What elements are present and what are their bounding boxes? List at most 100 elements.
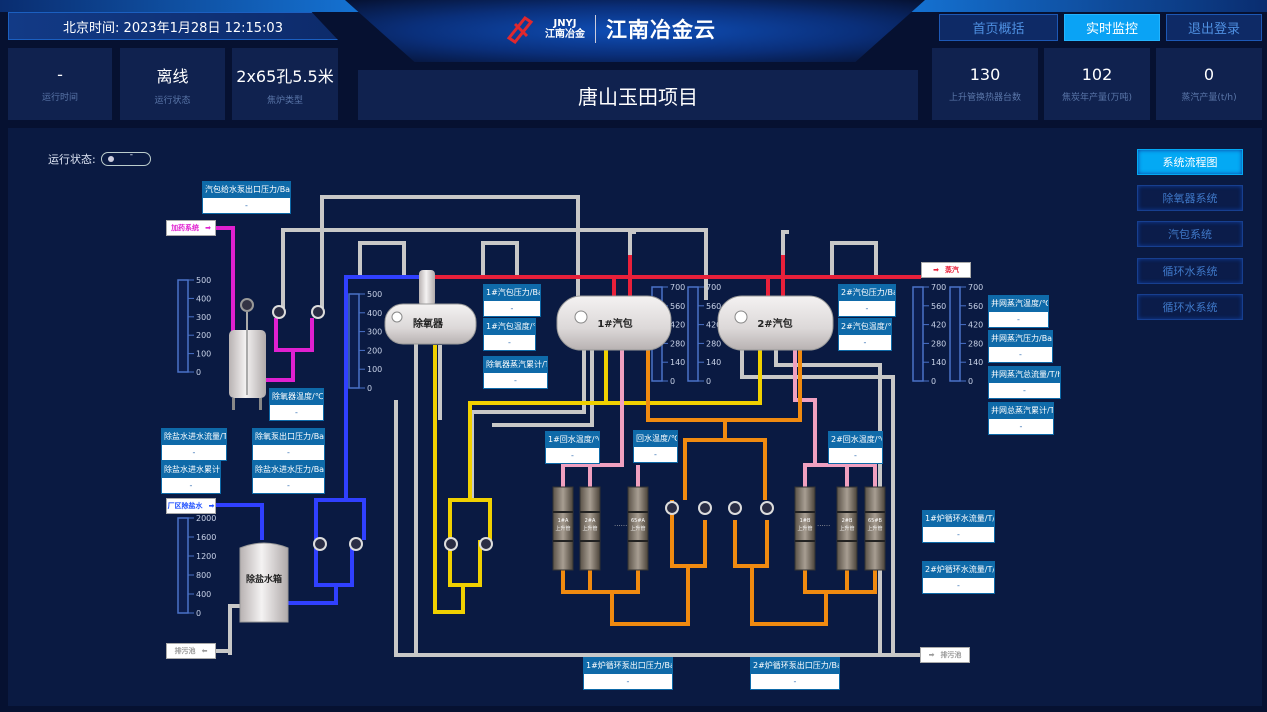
run-status-label: 运行状态: [48, 153, 96, 166]
gauge-tick-label: 700 [670, 283, 685, 292]
nav-home-overview[interactable]: 首页概括 [939, 14, 1058, 41]
run-status-value: - [129, 150, 133, 160]
reading-label: 除盐水进水流量/T/h [162, 429, 226, 445]
reading-value: - [287, 448, 290, 457]
gauge-tick-label: 400 [196, 590, 211, 599]
reading-box: 井网总蒸汽累计/T- [988, 402, 1054, 435]
pipe-circulation [561, 350, 877, 626]
flow-endpoint-tag: 厂区除盐水➡ [166, 498, 216, 514]
pipe-dosing [216, 226, 314, 382]
nav-realtime-monitor[interactable]: 实时监控 [1064, 14, 1160, 41]
menu-system-flow[interactable]: 系统流程图 [1137, 149, 1243, 175]
mixing-tank [229, 298, 266, 410]
gauge-tick-label: 280 [706, 339, 721, 348]
riser-label: 上升管 [582, 525, 597, 532]
reading-box: 井网蒸汽温度/℃- [988, 295, 1049, 328]
reading-box: 除盐水进水累计/T- [161, 461, 221, 494]
riser-label: 上升管 [555, 525, 570, 532]
reading-box: 2#炉循环泵出口压力/Bar- [750, 657, 840, 690]
gauge-bar [177, 279, 189, 373]
reading-value: - [245, 201, 248, 210]
gauge-tick-label: 200 [367, 346, 382, 355]
drum-1-label: 1#汽包 [597, 317, 632, 330]
riser-label: 上升管 [839, 525, 854, 532]
gauge-tick-label: 200 [196, 331, 211, 340]
reading-label: 2#汽包压力/Bar [839, 285, 895, 301]
gauge-tick-label: 0 [670, 377, 675, 386]
gauge-tick-label: 280 [968, 339, 983, 348]
deaerator: 除氧器 [384, 270, 477, 345]
reading-value: - [1019, 422, 1023, 431]
gauge-bar [177, 517, 189, 614]
menu-deaerator-system[interactable]: 除氧器系统 [1137, 185, 1243, 211]
desalted-water-tank: 除盐水箱 [239, 542, 289, 623]
gauge-tick-label: 140 [670, 358, 685, 367]
riser-ellipsis-right: ······ [817, 522, 830, 530]
flow-endpoint-tag: ➡ 蒸汽 [921, 262, 971, 278]
desalt-tank-label: 除盐水箱 [246, 573, 282, 585]
pump-icon [444, 537, 458, 551]
app-title: 江南冶金云 [606, 18, 716, 42]
pump-icon [698, 501, 712, 515]
pump-icon [272, 305, 286, 319]
reading-value: - [865, 304, 869, 313]
project-title: 唐山玉田项目 [358, 70, 918, 120]
menu-drum-system[interactable]: 汽包系统 [1137, 221, 1243, 247]
reading-label: 2#炉循环泵出口压力/Bar [751, 658, 839, 674]
menu-circulation-system-2[interactable]: 循环水系统 [1137, 294, 1243, 320]
gauge-tick-label: 280 [670, 339, 685, 348]
riser-label: 65#A [631, 518, 646, 524]
stat-run-status: 离线运行状态 [120, 48, 225, 120]
flow-endpoint-label: 蒸汽 [944, 266, 959, 274]
gauge-tick-label: 0 [196, 609, 201, 618]
reading-value: - [571, 451, 574, 460]
gauge-bar [687, 286, 699, 382]
gauge-tick-label: 560 [670, 302, 685, 311]
reading-box: 1#汽包温度/℃- [483, 318, 536, 351]
reading-label: 1#汽包压力/Bar [484, 285, 540, 301]
pump-icon [349, 537, 363, 551]
reading-box: 2#回水温度/℃- [828, 431, 883, 464]
reading-box: 2#炉循环水流量/T/h- [922, 561, 995, 594]
flow-endpoint-tag: 排污池 ⬅ [166, 643, 216, 659]
run-status-indicator: 运行状态: - [48, 150, 151, 167]
nav-logout[interactable]: 退出登录 [1166, 14, 1262, 41]
reading-value: - [514, 376, 517, 385]
header-center-banner [345, 0, 925, 62]
gauge-tick-label: 0 [968, 377, 973, 386]
gauge-tick-label: 420 [968, 321, 983, 330]
flow-endpoint-label: 排污池 [174, 647, 196, 655]
gauge-tick-label: 100 [367, 365, 382, 374]
reading-label: 1#炉循环泵出口压力/Bar [584, 658, 672, 674]
reading-value: - [957, 530, 960, 539]
reading-label: 除盐水进水压力/Bar [253, 462, 324, 478]
arrow-left-icon: ⬅ [201, 647, 208, 655]
gauge-tick-label: 0 [367, 384, 372, 393]
reading-box: 汽包给水泵出口压力/Bar- [202, 181, 291, 214]
run-status-toggle[interactable]: - [100, 150, 151, 166]
flow-endpoint-label: 厂区除盐水 [167, 502, 203, 510]
gauge-tick-label: 700 [968, 283, 983, 292]
arrow-right-icon: ➡ [933, 266, 939, 274]
reading-label: 除氧器蒸汽累计/T [484, 357, 547, 373]
reading-box: 除盐水进水压力/Bar- [252, 461, 325, 494]
flow-endpoint-label: 加药系统 [171, 224, 200, 232]
gauge-tick-label: 800 [196, 571, 211, 580]
arrow-right-icon: ➡ [928, 651, 935, 659]
riser-label: 65#B [868, 518, 883, 524]
deaerator-label: 除氧器 [413, 317, 444, 330]
pump-icon [479, 537, 493, 551]
pump-icon [665, 501, 679, 515]
menu-circulation-system-1[interactable]: 循环水系统 [1137, 258, 1243, 284]
reading-value: - [854, 451, 857, 460]
